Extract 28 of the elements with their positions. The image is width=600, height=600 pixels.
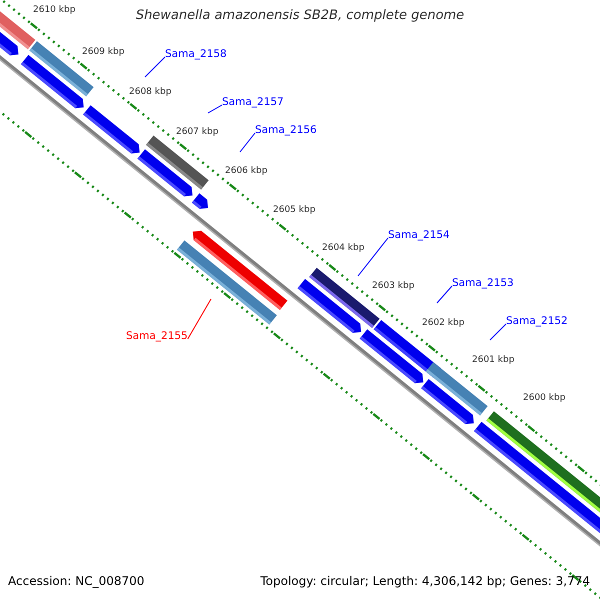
gene-label: Sama_2155 bbox=[126, 330, 188, 342]
scale-label: 2604 kbp bbox=[322, 243, 364, 254]
genome-info-text: Topology: circular; Length: 4,306,142 bp; Genes: 3,774 bbox=[260, 574, 590, 589]
scale-label: 2602 kbp bbox=[422, 318, 464, 329]
gene-label: Sama_2157 bbox=[222, 96, 284, 108]
accession-text: Accession: NC_008700 bbox=[8, 574, 144, 589]
scale-label: 2601 kbp bbox=[472, 355, 514, 366]
title: Shewanella amazonensis SB2B, complete genome bbox=[134, 10, 466, 21]
leader-line bbox=[144, 56, 166, 78]
gene-label: Sama_2154 bbox=[388, 229, 450, 241]
scale-label: 2609 kbp bbox=[82, 47, 124, 58]
gene-label: Sama_2156 bbox=[255, 124, 317, 136]
leader-line bbox=[358, 238, 388, 276]
leader-line bbox=[436, 286, 452, 304]
leader-line bbox=[208, 104, 222, 114]
leader-line bbox=[240, 132, 256, 152]
gene-label: Sama_2153 bbox=[452, 277, 514, 289]
scale-label: 2606 kbp bbox=[225, 166, 268, 177]
scale-label: 2610 kbp bbox=[33, 5, 76, 16]
leader-line bbox=[187, 298, 212, 340]
gene-label: Sama_2158 bbox=[165, 48, 227, 60]
scale-label: 2608 kbp bbox=[129, 87, 172, 98]
scale-label: 2603 kbp bbox=[372, 281, 414, 292]
gene-label: Sama_2152 bbox=[506, 315, 568, 327]
scale-label: 2605 kbp bbox=[273, 205, 316, 216]
scale-label: 2600 kbp bbox=[523, 393, 566, 404]
scale-label: 2607 kbp bbox=[176, 127, 218, 138]
leader-line bbox=[490, 324, 506, 340]
